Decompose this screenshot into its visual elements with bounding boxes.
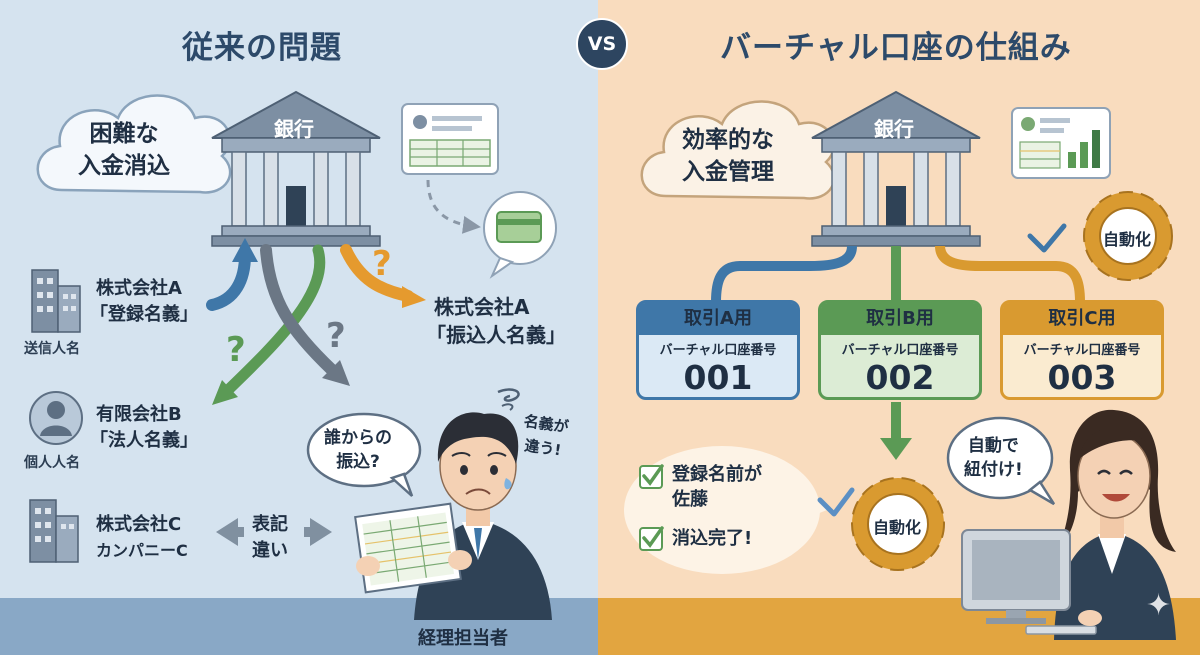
account-title-c: 取引C用 (1003, 303, 1161, 335)
account-subtitle-c: バーチャル口座番号 (1023, 343, 1141, 358)
left-title: 従来の問題 (182, 30, 342, 66)
result-text-1: 登録名前が 佐藤 (672, 464, 762, 510)
orange-arrow (340, 244, 414, 302)
target-company: 株式会社A (434, 295, 530, 319)
dashed-flow-arrow (426, 179, 481, 234)
thought-text: 名義が 違う! (522, 412, 570, 460)
account-card-c: 取引C用 バーチャル口座番号 003 (1000, 300, 1164, 400)
sender-a-caption: 送信人名 (24, 341, 80, 357)
account-card-a: 取引A用 バーチャル口座番号 001 (636, 300, 800, 400)
check-icon-bottom (817, 487, 855, 517)
account-title-a: 取引A用 (639, 303, 797, 335)
right-speech-bubble (946, 416, 1056, 506)
right-cloud (640, 100, 836, 200)
right-title: バーチャル口座の仕組み (720, 30, 1072, 66)
check-icon (1027, 223, 1067, 253)
result-text-2: 消込完了! (672, 528, 753, 549)
swirl-icon (497, 388, 520, 411)
accountant-illustration (354, 412, 552, 620)
left-bubble-text: 誰からの 振込? (324, 428, 392, 472)
left-bank-label: 銀行 (274, 117, 314, 141)
question-mark-orange: ? (372, 244, 392, 284)
gear-top-label: 自動化 (1103, 230, 1152, 249)
gear-icon-top (1083, 191, 1173, 281)
sparkle-icon: ✦ (1146, 588, 1172, 623)
left-speech-bubble (306, 412, 422, 497)
account-number-b: 002 (865, 358, 935, 397)
connector-a (711, 245, 857, 303)
sender-b-caption: 個人人名 (24, 455, 80, 471)
gear-icon-bottom (851, 477, 945, 571)
left-cloud-text: 困難な 入金消込 (78, 121, 170, 179)
notation-label: 表記 違い (252, 514, 288, 561)
gray-arrow (260, 244, 338, 376)
left-card-bubble (483, 191, 557, 279)
right-cloud-text: 効率的な 入金管理 (682, 127, 774, 185)
person-avatar-icon (29, 391, 83, 445)
sender-c-company: 株式会社C (96, 514, 182, 535)
question-mark-gray: ? (326, 316, 346, 356)
account-subtitle-a: バーチャル口座番号 (659, 343, 777, 358)
building-icon-a (31, 269, 81, 333)
sender-a-name: 「登録名義」 (90, 304, 198, 325)
account-number-a: 001 (683, 358, 753, 397)
right-report-icon (1011, 107, 1111, 179)
account-card-b: 取引B用 バーチャル口座番号 002 (818, 300, 982, 400)
target-name: 「振込人名義」 (426, 323, 566, 347)
right-bubble-text: 自動で 紐付け! (964, 436, 1023, 480)
right-bank-icon (811, 90, 981, 247)
building-icon-c (29, 499, 79, 563)
left-cloud (36, 94, 232, 194)
account-subtitle-b: バーチャル口座番号 (841, 343, 959, 358)
blue-arrow (206, 249, 251, 311)
gear-bottom-label: 自動化 (873, 518, 922, 537)
right-bank-label: 銀行 (874, 117, 914, 141)
notation-double-arrow (216, 518, 332, 546)
green-arrow (220, 244, 326, 398)
result-bubble (624, 446, 832, 574)
sender-b-company: 有限会社B (96, 404, 182, 425)
operator-illustration (961, 409, 1176, 640)
account-number-c: 003 (1047, 358, 1117, 397)
connector-c (935, 245, 1085, 303)
account-title-b: 取引B用 (821, 303, 979, 335)
question-mark-green: ? (226, 330, 246, 370)
sender-c-name: カンパニーC (96, 541, 188, 560)
person-label: 経理担当者 (418, 628, 508, 649)
vs-badge: VS (576, 18, 628, 70)
sender-a-company: 株式会社A (96, 278, 182, 299)
left-bank-icon (211, 90, 381, 247)
sender-b-name: 「法人名義」 (90, 430, 198, 451)
left-document-icon (401, 103, 499, 175)
